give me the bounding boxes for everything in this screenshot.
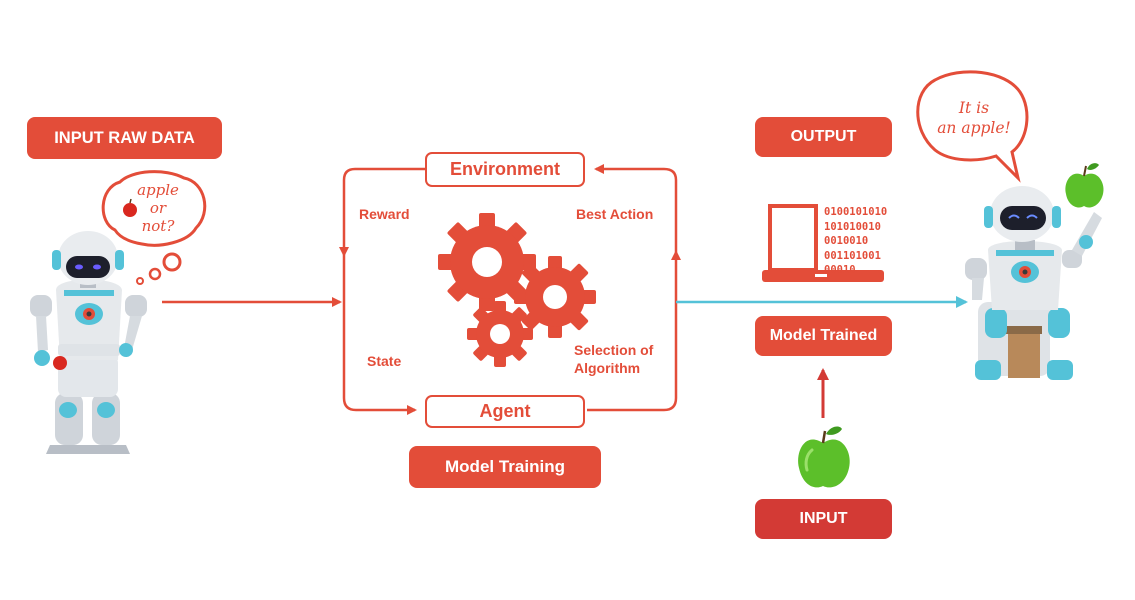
binary-line: 101010010	[824, 220, 881, 233]
binary-line: 0010010	[824, 235, 869, 247]
apple-icon	[798, 426, 850, 488]
binary-line: 0100101010	[824, 206, 888, 218]
left-bubble-text: apple or not?	[134, 181, 182, 235]
apple-icon	[123, 198, 137, 217]
gear-icon	[438, 213, 596, 367]
robot-icon	[965, 163, 1104, 380]
bubble-line: apple	[137, 181, 179, 199]
binary-line: 00010	[824, 264, 856, 276]
state-label: State	[367, 353, 402, 369]
reward-label: Reward	[359, 206, 410, 222]
bubble-line: or	[149, 199, 167, 217]
bubble-line: It is	[958, 99, 990, 117]
apple-icon	[1065, 163, 1104, 208]
model-trained-label: Model Trained	[755, 316, 892, 356]
laptop-icon	[762, 204, 884, 282]
loop-right-bottom	[587, 250, 681, 412]
output-label: OUTPUT	[755, 117, 892, 157]
right-bubble-text: It is an apple!	[928, 98, 1020, 138]
loop-right-top	[594, 164, 678, 252]
input-raw-data-label: INPUT RAW DATA	[27, 117, 222, 159]
bubble-line: not?	[141, 217, 175, 235]
speech-bubble-icon	[916, 70, 1029, 183]
training-loop	[339, 164, 681, 415]
speech-bubble-icon	[101, 170, 207, 285]
environment-box: Environment	[425, 152, 585, 187]
best-action-label: Best Action	[576, 206, 654, 222]
selection-of-algorithm-label: Selection of Algorithm	[574, 342, 654, 376]
binary-line: 001101001	[824, 249, 881, 262]
bubble-line: an apple!	[937, 119, 1011, 137]
loop-left-top	[339, 167, 425, 257]
binary-text: 0100101010 101010010 0010010 001101001 0…	[824, 205, 887, 278]
input-label: INPUT	[755, 499, 892, 539]
loop-left-bottom	[342, 255, 417, 415]
model-training-label: Model Training	[409, 446, 601, 488]
robot-icon	[30, 231, 147, 454]
agent-box: Agent	[425, 395, 585, 428]
